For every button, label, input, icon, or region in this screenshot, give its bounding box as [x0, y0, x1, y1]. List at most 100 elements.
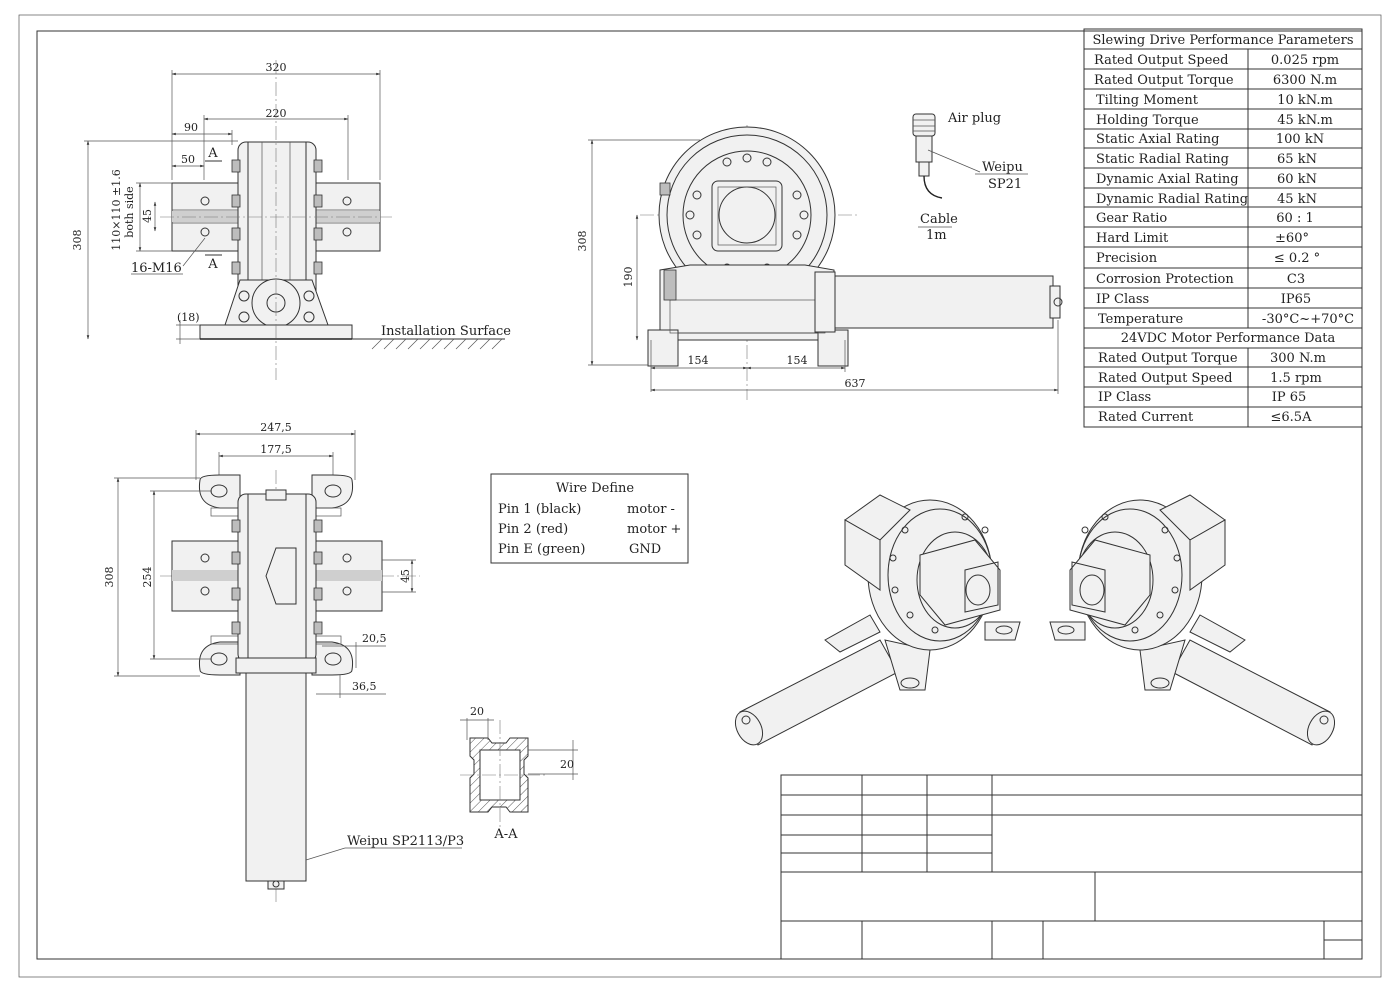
dim-177-5: 177,5 — [260, 443, 292, 456]
dim-247-5: 247,5 — [260, 421, 292, 434]
param-value: 60 : 1 — [1276, 211, 1313, 226]
param-name: Precision — [1096, 251, 1158, 266]
dim-90: 90 — [184, 121, 198, 134]
param-name: IP Class — [1096, 292, 1149, 307]
param-name: IP Class — [1098, 390, 1151, 405]
wire-fn-1: motor - — [627, 502, 675, 517]
side-view: 308 190 154 154 637 — [576, 125, 1063, 400]
param-value: ≤6.5A — [1271, 410, 1313, 425]
motor-params-row: IP Class IP 65 — [1098, 390, 1306, 405]
wire-define-box: Wire Define Pin 1 (black) motor - Pin 2 … — [490, 473, 689, 564]
weipu-label: Weipu — [982, 160, 1023, 175]
dim-637: 637 — [845, 377, 866, 390]
param-name: Rated Output Speed — [1098, 371, 1232, 386]
param-value: 60 kN — [1277, 172, 1317, 187]
param-name: Rated Output Torque — [1098, 351, 1238, 366]
param-name: Static Axial Rating — [1096, 132, 1220, 147]
param-name: Tilting Moment — [1096, 93, 1199, 108]
dim-20-aa-side: 20 — [560, 758, 574, 771]
param-value: 45 kN.m — [1277, 113, 1333, 128]
param-value: ≤ 0.2 ° — [1274, 251, 1320, 266]
param-value: 300 N.m — [1270, 351, 1326, 366]
installation-surface-label: Installation Surface — [381, 324, 511, 339]
param-name: Rated Output Torque — [1094, 73, 1234, 88]
params-row: Precision ≤ 0.2 ° — [1096, 251, 1320, 266]
param-name: Gear Ratio — [1096, 211, 1167, 226]
params-title: Slewing Drive Performance Parameters — [1092, 33, 1353, 48]
param-name: Holding Torque — [1096, 113, 1199, 128]
cable-length-label: 1m — [926, 228, 947, 243]
connector-label: Weipu SP2113/P3 — [347, 834, 464, 849]
air-plug-label: Air plug — [947, 111, 1001, 126]
param-value: 100 kN — [1276, 132, 1324, 147]
dim-36-5: 36,5 — [352, 680, 377, 693]
param-value: 10 kN.m — [1277, 93, 1333, 108]
motor-params-title: 24VDC Motor Performance Data — [1121, 331, 1336, 346]
dim-18: (18) — [177, 311, 200, 324]
wire-pin-1: Pin 1 (black) — [498, 502, 581, 517]
param-value: IP65 — [1281, 292, 1311, 307]
param-value: 1.5 rpm — [1270, 371, 1322, 386]
params-row: Hard Limit ±60° — [1096, 231, 1309, 246]
params-row: Tilting Moment 10 kN.m — [1096, 93, 1333, 108]
air-plug-detail: Air plug Weipu SP21 Cable 1m — [912, 111, 1028, 243]
title-block — [780, 774, 1363, 960]
param-name: Hard Limit — [1096, 231, 1169, 246]
param-value: 45 kN — [1277, 192, 1317, 207]
dim-254: 254 — [141, 567, 154, 588]
params-row: Static Radial Rating 65 kN — [1096, 152, 1317, 167]
params-row: Static Axial Rating 100 kN — [1096, 132, 1324, 147]
wire-pin-e: Pin E (green) — [498, 542, 585, 557]
param-value: IP 65 — [1272, 390, 1307, 405]
dim-tube-note: both side — [123, 186, 136, 237]
isometric-view-left — [734, 494, 1021, 746]
isometric-view-right — [1049, 494, 1336, 746]
params-row: Rated Output Torque 6300 N.m — [1094, 73, 1337, 88]
param-value: C3 — [1287, 272, 1305, 287]
param-name: Dynamic Axial Rating — [1096, 172, 1239, 187]
dim-45-top: 45 — [399, 569, 412, 583]
section-aa-label: A-A — [493, 827, 518, 842]
bolt-spec-label: 16-M16 — [131, 261, 182, 276]
dim-20-aa-top: 20 — [470, 705, 484, 718]
dim-308-side: 308 — [576, 231, 589, 252]
wire-define-title: Wire Define — [556, 481, 634, 496]
param-name: Static Radial Rating — [1096, 152, 1229, 167]
params-row: Gear Ratio 60 : 1 — [1096, 211, 1314, 226]
section-mark-a-top: A — [207, 146, 218, 161]
param-name: Temperature — [1098, 312, 1183, 327]
dim-tube-size: 110×110 ±1.6 — [110, 169, 123, 250]
param-name: Rated Output Speed — [1094, 53, 1228, 68]
param-name: Dynamic Radial Rating — [1096, 192, 1248, 207]
sp21-label: SP21 — [988, 177, 1022, 192]
wire-fn-2: motor + — [627, 522, 681, 537]
dim-45-front: 45 — [141, 209, 154, 223]
dim-308-top: 308 — [103, 567, 116, 588]
param-name: Corrosion Protection — [1096, 272, 1234, 287]
param-name: Rated Current — [1098, 410, 1194, 425]
param-value: 0.025 rpm — [1271, 53, 1339, 68]
inner-border — [36, 30, 1363, 960]
params-row: Holding Torque 45 kN.m — [1096, 113, 1333, 128]
top-view: 247,5 177,5 — [103, 421, 464, 905]
section-a-a: 20 20 A-A — [460, 705, 578, 842]
params-row: Rated Output Speed 0.025 rpm — [1094, 53, 1339, 68]
dim-190: 190 — [622, 267, 635, 288]
cable-label: Cable — [920, 212, 958, 227]
dim-154-left: 154 — [688, 354, 709, 367]
dim-308-front: 308 — [71, 230, 84, 251]
parameter-table: Slewing Drive Performance Parameters Rat… — [1083, 28, 1363, 428]
params-row: Corrosion Protection C3 — [1096, 272, 1305, 287]
params-row: IP Class IP65 — [1096, 292, 1311, 307]
dim-154-right: 154 — [787, 354, 808, 367]
motor-params-row: Rated Output Torque 300 N.m — [1098, 351, 1326, 366]
section-mark-a-bottom: A — [207, 257, 218, 272]
params-row: Dynamic Radial Rating 45 kN — [1096, 192, 1317, 207]
params-row: Temperature -30°C~+70°C — [1098, 312, 1354, 327]
dim-50: 50 — [181, 153, 195, 166]
params-row: Dynamic Axial Rating 60 kN — [1096, 172, 1317, 187]
param-value: ±60° — [1275, 231, 1309, 246]
front-view: 320 220 90 50 A A — [71, 60, 511, 380]
